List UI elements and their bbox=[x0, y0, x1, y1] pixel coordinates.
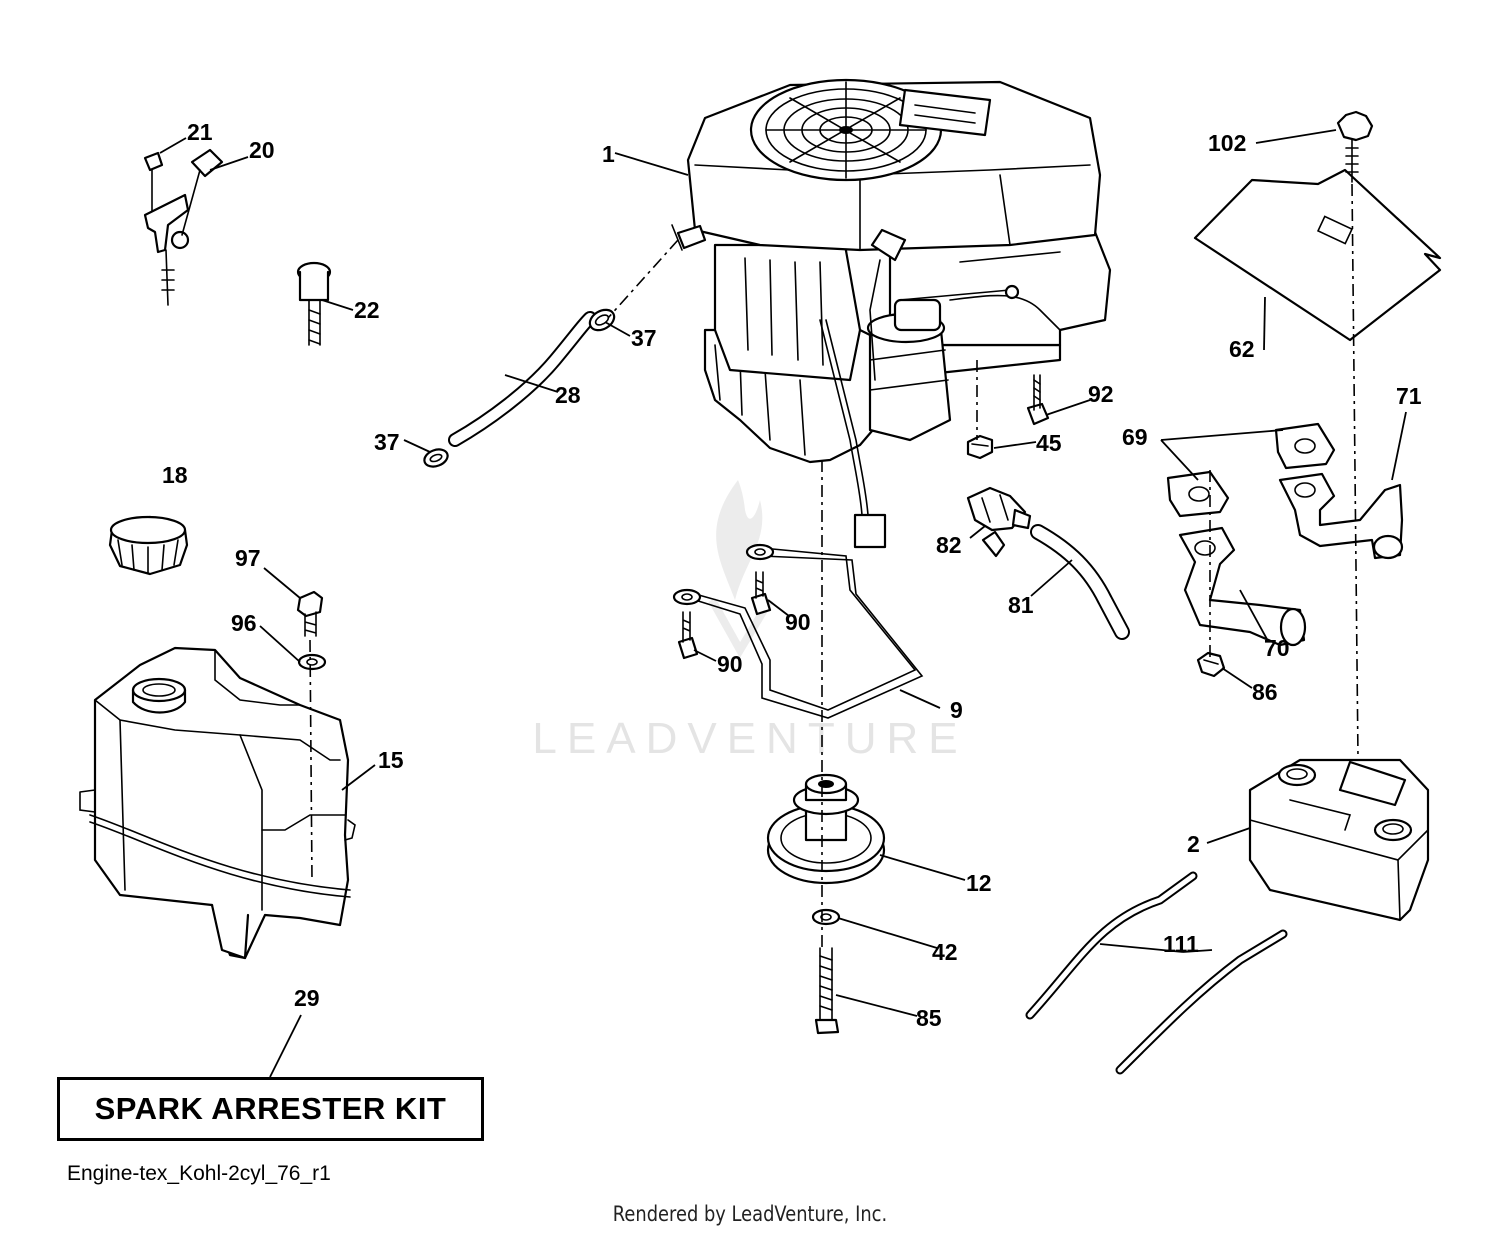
callout-71: 71 bbox=[1396, 383, 1422, 409]
part-bolt-85 bbox=[814, 947, 840, 1035]
part-exhaust-pipe-70 bbox=[1178, 526, 1307, 647]
callout-85: 85 bbox=[916, 1005, 942, 1031]
callout-12: 12 bbox=[966, 870, 992, 896]
part-washer-96 bbox=[297, 653, 327, 671]
render-credit: Rendered by LeadVenture, Inc. bbox=[612, 1202, 888, 1226]
callout-111: 111 bbox=[1163, 931, 1199, 957]
part-bracket bbox=[672, 543, 924, 719]
callout-37-upper: 37 bbox=[631, 325, 657, 351]
callout-97: 97 bbox=[235, 545, 261, 571]
diagram-identifier: Engine-tex_Kohl-2cyl_76_r1 bbox=[67, 1162, 331, 1185]
callout-29: 29 bbox=[294, 985, 320, 1011]
callout-86: 86 bbox=[1252, 679, 1278, 705]
part-throttle-control bbox=[143, 148, 224, 306]
callout-90-lower: 90 bbox=[717, 651, 743, 677]
part-exhaust-gaskets bbox=[1166, 422, 1336, 518]
part-fuel-valve bbox=[966, 486, 1032, 558]
callout-15: 15 bbox=[378, 747, 404, 773]
part-exhaust-pipe-71 bbox=[1278, 472, 1404, 560]
callout-62: 62 bbox=[1229, 336, 1255, 362]
part-fuel-cap bbox=[108, 515, 189, 576]
callout-28: 28 bbox=[555, 382, 581, 408]
callout-2: 2 bbox=[1187, 831, 1200, 857]
callout-92: 92 bbox=[1088, 381, 1114, 407]
callout-69: 69 bbox=[1122, 424, 1148, 450]
callout-96: 96 bbox=[231, 610, 257, 636]
alignment-lines bbox=[309, 183, 1359, 948]
part-washer-42 bbox=[811, 908, 841, 926]
callout-labels: 1 2 9 12 15 18 20 21 22 28 29 37 37 42 4… bbox=[162, 119, 1422, 1031]
part-fuel-lines bbox=[1025, 871, 1288, 1075]
callout-21: 21 bbox=[187, 119, 213, 145]
callout-81: 81 bbox=[1008, 592, 1034, 618]
part-fuel-tank bbox=[79, 646, 356, 960]
callout-45: 45 bbox=[1036, 430, 1062, 456]
part-bolt-92 bbox=[1026, 374, 1050, 426]
part-nut-86 bbox=[1196, 651, 1226, 678]
part-bolts-90 bbox=[677, 571, 772, 660]
part-bolt-97 bbox=[296, 590, 324, 637]
part-pulley bbox=[766, 773, 886, 885]
watermark-text: LEADVENTURE bbox=[532, 714, 967, 763]
callout-22: 22 bbox=[354, 297, 380, 323]
part-engine bbox=[671, 78, 1112, 549]
part-plunger bbox=[296, 261, 332, 346]
callout-20: 20 bbox=[249, 137, 275, 163]
callout-90-upper: 90 bbox=[785, 609, 811, 635]
callout-82: 82 bbox=[936, 532, 962, 558]
callout-102: 102 bbox=[1208, 130, 1246, 156]
part-fuel-hose bbox=[448, 311, 597, 447]
callout-18: 18 bbox=[162, 462, 188, 488]
callout-70: 70 bbox=[1264, 635, 1290, 661]
callout-37-lower: 37 bbox=[374, 429, 400, 455]
callout-42: 42 bbox=[932, 939, 958, 965]
part-heat-shield bbox=[1193, 168, 1442, 342]
callout-9: 9 bbox=[950, 697, 963, 723]
part-muffler bbox=[1248, 758, 1430, 922]
part-hose-clamps bbox=[423, 308, 616, 468]
callout-1: 1 bbox=[602, 141, 615, 167]
watermark: LEADVENTURE bbox=[532, 480, 967, 763]
spark-arrester-kit-box: SPARK ARRESTER KIT bbox=[57, 1077, 484, 1141]
leader-lines bbox=[159, 129, 1407, 1078]
spark-arrester-kit-label: SPARK ARRESTER KIT bbox=[94, 1091, 447, 1126]
part-nut-45 bbox=[966, 434, 994, 460]
part-fuel-line-81 bbox=[1030, 524, 1130, 640]
part-knob bbox=[1336, 110, 1374, 183]
